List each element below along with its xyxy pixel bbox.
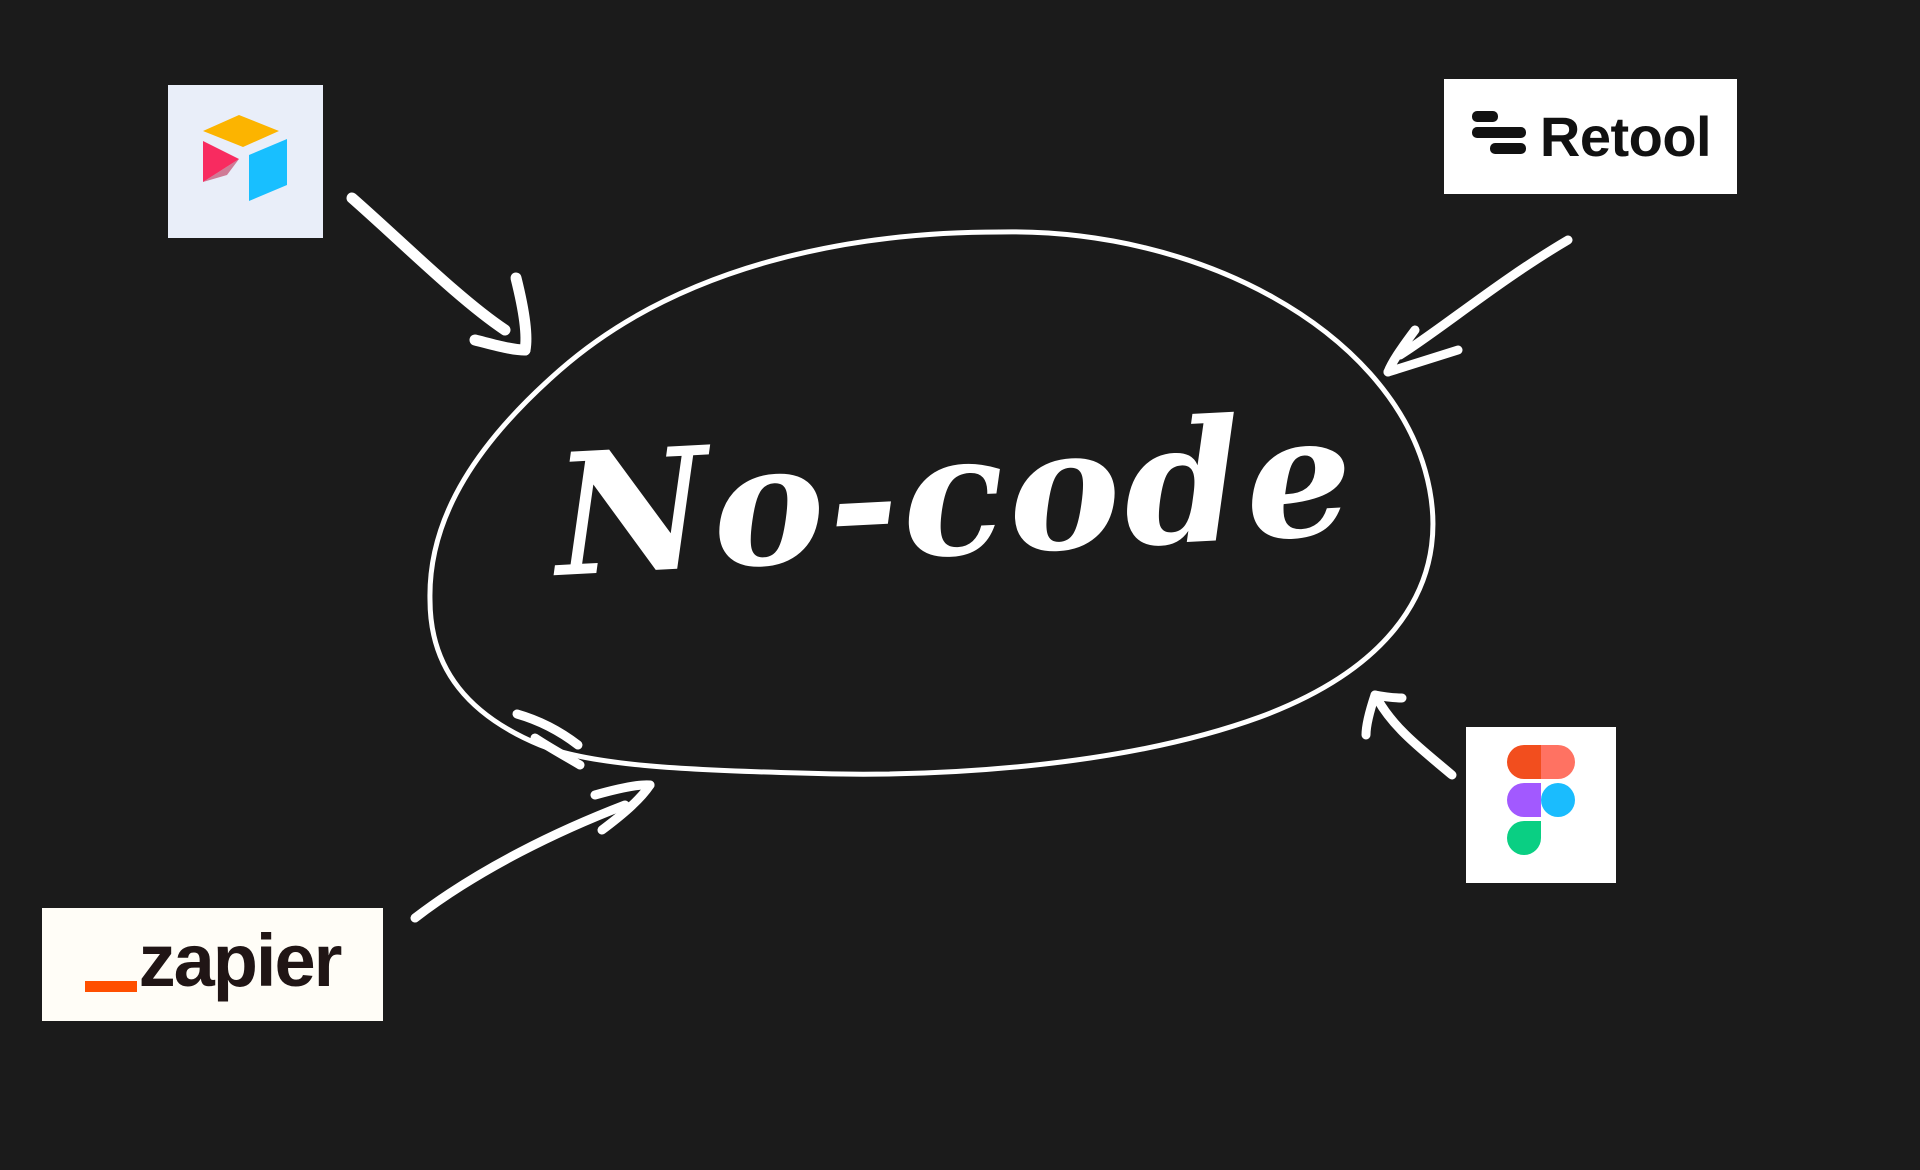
airtable-logo-card: [168, 85, 323, 238]
arrow-figma: [1361, 690, 1457, 780]
center-label: No-code: [545, 375, 1361, 615]
arrow-airtable: [346, 192, 532, 356]
zapier-underscore-icon: [84, 981, 137, 992]
airtable-logo-icon: [202, 114, 287, 201]
figma-logo-icon: [1507, 745, 1575, 855]
zapier-wordmark: zapier: [138, 918, 343, 1002]
no-code-oval: [427, 229, 1436, 777]
retool-logo-card: Retool: [1444, 79, 1737, 194]
retool-wordmark: Retool: [1539, 105, 1712, 168]
oval-loop-arrowhead: [512, 709, 585, 770]
arrow-retool: [1383, 235, 1573, 377]
arrow-zapier: [410, 780, 655, 923]
retool-logo-icon: [1471, 110, 1526, 154]
figma-logo-card: [1466, 727, 1616, 883]
zapier-logo-card: zapier: [42, 908, 383, 1021]
